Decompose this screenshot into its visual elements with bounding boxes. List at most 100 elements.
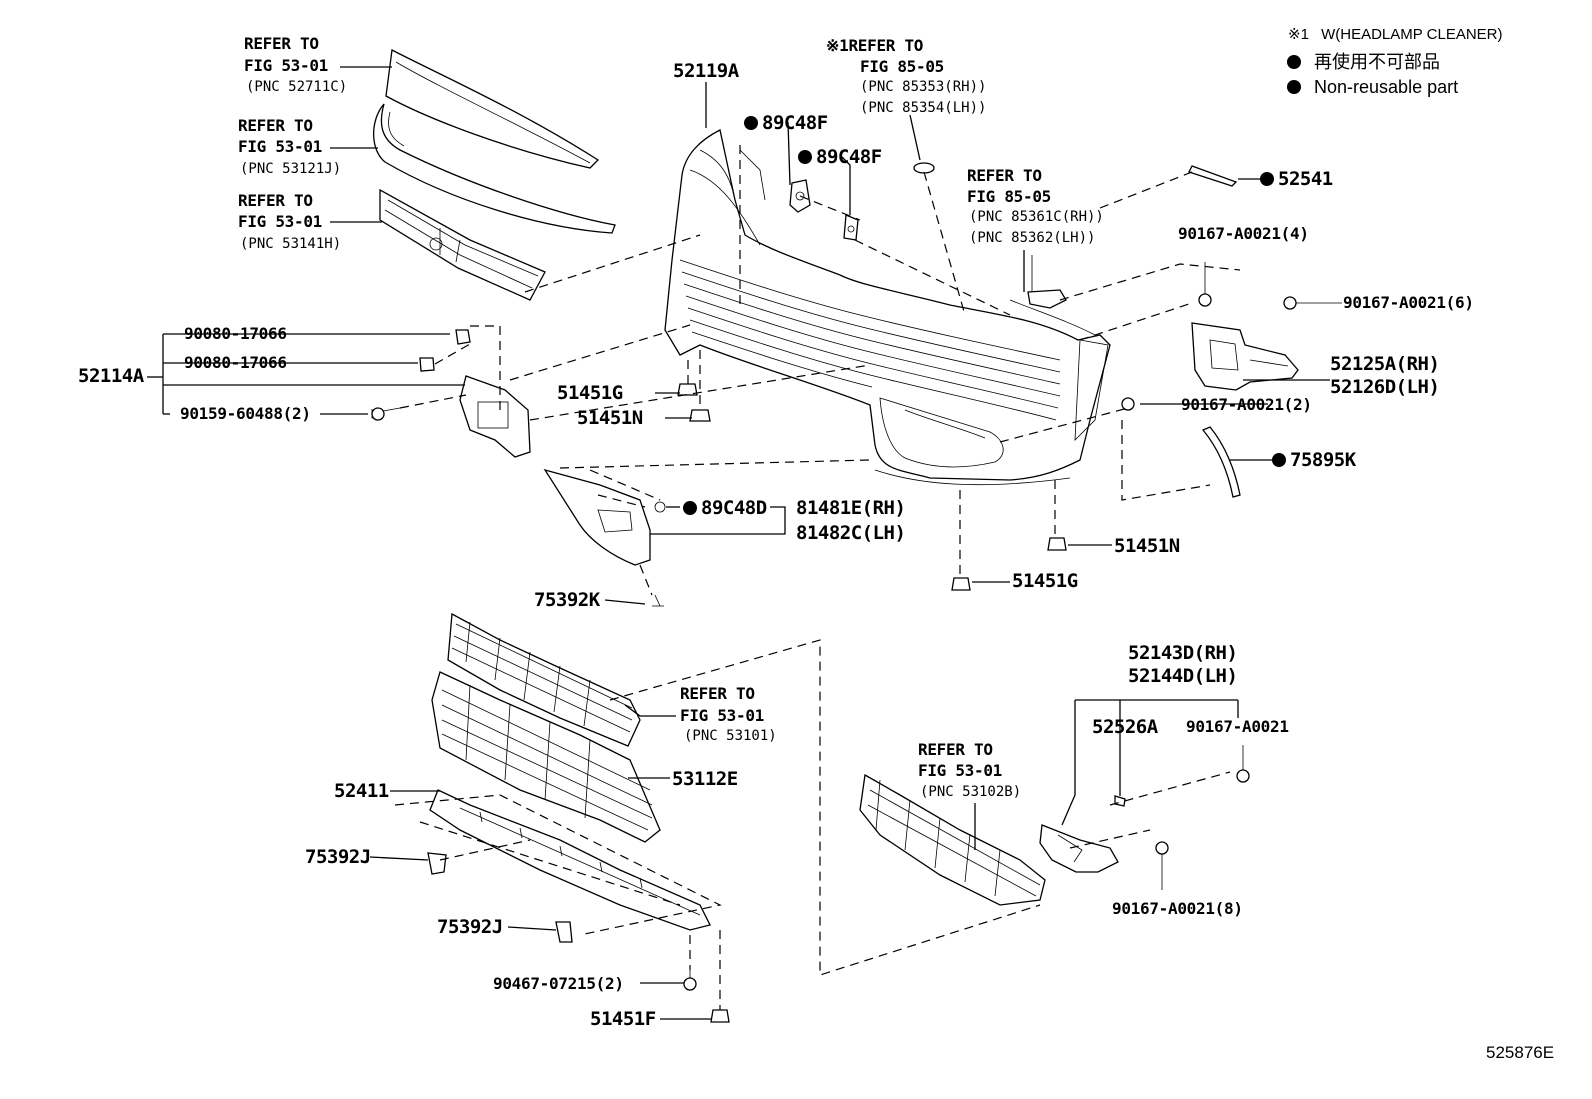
refer-fig-85-05-b-line3: (PNC 85361C(RH)): [969, 209, 1104, 225]
bolt-90467-drawing: [683, 970, 697, 991]
bracket-52114A-drawing: [371, 329, 531, 458]
refer-fig-85-05-a-line4: (PNC 85354(LH)): [860, 100, 987, 116]
non-reusable-dot-icon: [798, 150, 812, 164]
clip-51451G-b-drawing: [951, 577, 971, 591]
part-label-52143D-RH: 52143D(RH): [1128, 642, 1238, 664]
retainer-52125A-drawing: [1191, 322, 1299, 391]
bracket-89C48F-b-drawing: [843, 214, 859, 241]
refer-fig-53-01-c-line1: REFER TO: [238, 191, 313, 210]
clip-51451F-drawing: [710, 1009, 730, 1023]
refer-fig-85-05-a-line2: FIG 85-05: [860, 57, 944, 76]
bolts-right-drawing: [1121, 262, 1342, 890]
part-label-90167-A0021-6: 90167-A0021(6): [1343, 293, 1474, 312]
clip-75392J-a-drawing: [427, 852, 447, 875]
upper-grille-drawing: [379, 188, 546, 301]
refer-fig-85-05-a-line1: ※1REFER TO: [826, 38, 923, 54]
refer-fig-85-05-a-text: REFER TO: [848, 36, 924, 55]
strip-52541-drawing: [1188, 165, 1238, 187]
refer-fig-85-05-b-line4: (PNC 85362(LH)): [969, 230, 1096, 246]
part-label-53112E: 53112E: [672, 768, 738, 790]
fog-cover-81481E-drawing: [543, 468, 666, 607]
part-label-51451N-a: 51451N: [577, 407, 643, 429]
part-label-90167-A0021-2: 90167-A0021(2): [1181, 395, 1312, 414]
legend-en-text: Non-reusable part: [1314, 77, 1459, 97]
lower-grille-53102B-drawing: [859, 773, 1046, 906]
non-reusable-dot-icon: [1287, 80, 1301, 94]
diagram-id: 525876E: [1486, 1043, 1555, 1062]
refer-fig-53-01-c-line3: (PNC 53141H): [240, 236, 342, 252]
refer-fig-85-05-b-line1: REFER TO: [967, 166, 1042, 185]
legend-note: ※1 W(HEADLAMP CLEANER): [1288, 27, 1503, 42]
cap-85353-drawing: [913, 162, 935, 174]
legend-note-text: W(HEADLAMP CLEANER): [1321, 26, 1503, 43]
refer-fig-53-01-e-line2: FIG 53-01: [918, 761, 1002, 780]
non-reusable-dot-icon: [1287, 55, 1301, 69]
non-reusable-dot-icon: [1272, 453, 1286, 467]
part-number: 89C48F: [762, 112, 828, 134]
clip-51451G-a-drawing: [677, 383, 698, 396]
part-label-52144D-LH: 52144D(LH): [1128, 665, 1238, 687]
part-label-75392J-b: 75392J: [437, 916, 503, 938]
part-label-52119A: 52119A: [673, 60, 739, 82]
non-reusable-dot-icon: [683, 501, 697, 515]
part-label-75392J-a: 75392J: [305, 846, 371, 868]
refer-fig-85-05-a-line3: (PNC 85353(RH)): [860, 79, 987, 95]
part-number: 89C48F: [816, 146, 882, 168]
grille-molding-drawing: [373, 103, 616, 234]
part-number: 75895K: [1290, 449, 1356, 471]
refer-fig-53-01-e-line1: REFER TO: [918, 740, 993, 759]
part-label-90167-A0021-4: 90167-A0021(4): [1178, 224, 1309, 243]
lower-grille-53101-drawing: [447, 612, 641, 747]
part-number: 52541: [1278, 168, 1333, 190]
non-reusable-dot-icon: [744, 116, 758, 130]
clip-75392J-b-drawing: [555, 921, 573, 943]
under-cover-52411-drawing: [429, 789, 711, 931]
part-label-89C48D: 89C48D: [683, 499, 767, 518]
part-label-51451N-b: 51451N: [1114, 535, 1180, 557]
part-label-89C48F-a: 89C48F: [744, 114, 828, 133]
sensor-85361-drawing: [1027, 255, 1067, 309]
part-label-51451G-b: 51451G: [1012, 570, 1078, 592]
lower-grille-53112E-drawing: [431, 671, 661, 843]
legend-jp-text: 再使用不可部品: [1314, 52, 1441, 72]
part-label-75895K: 75895K: [1272, 451, 1356, 470]
part-label-90159-60488: 90159-60488(2): [180, 404, 311, 423]
clip-51451N-b-drawing: [1047, 537, 1067, 551]
refer-fig-53-01-d-line3: (PNC 53101): [684, 728, 777, 744]
clip-51451N-a-drawing: [689, 409, 711, 422]
refer-fig-53-01-a-line1: REFER TO: [244, 34, 319, 53]
part-label-90167-A0021: 90167-A0021: [1186, 717, 1289, 736]
refer-fig-53-01-c-line2: FIG 53-01: [238, 212, 322, 231]
part-label-90167-A0021-8: 90167-A0021(8): [1112, 899, 1243, 918]
part-label-90080-17066-b: 90080-17066: [184, 353, 287, 372]
refer-fig-53-01-b-line1: REFER TO: [238, 116, 313, 135]
refer-fig-85-05-b-line2: FIG 85-05: [967, 187, 1051, 206]
part-label-51451F: 51451F: [590, 1008, 656, 1030]
refer-fig-53-01-b-line2: FIG 53-01: [238, 137, 322, 156]
dashed-lines: [394, 145, 1241, 1010]
part-label-51451G-a: 51451G: [557, 382, 623, 404]
bumper-cover-drawing: [664, 129, 1111, 486]
part-label-52114A: 52114A: [78, 365, 144, 387]
refer-fig-85-05-a-mark: ※1: [826, 36, 849, 55]
part-label-52411: 52411: [334, 780, 389, 802]
refer-fig-53-01-a-line2: FIG 53-01: [244, 56, 328, 75]
leader-lines: [147, 66, 1330, 1020]
part-label-81481E-RH: 81481E(RH): [796, 497, 906, 519]
refer-fig-53-01-d-line1: REFER TO: [680, 684, 755, 703]
refer-fig-53-01-b-line3: (PNC 53121J): [240, 161, 342, 177]
part-label-90080-17066-a: 90080-17066: [184, 324, 287, 343]
refer-fig-53-01-e-line3: (PNC 53102B): [920, 784, 1022, 800]
part-label-89C48F-b: 89C48F: [798, 148, 882, 167]
upper-garnish-drawing: [385, 48, 600, 169]
part-label-81482C-LH: 81482C(LH): [796, 522, 906, 544]
refer-fig-53-01-d-line2: FIG 53-01: [680, 706, 764, 725]
legend-en: Non-reusable part: [1287, 78, 1458, 96]
legend-note-mark: ※1: [1288, 26, 1309, 43]
molding-75895K-drawing: [1201, 426, 1241, 498]
legend-jp: 再使用不可部品: [1287, 53, 1440, 71]
part-label-75392K: 75392K: [534, 589, 600, 611]
part-label-52125A-RH: 52125A(RH): [1330, 353, 1440, 375]
